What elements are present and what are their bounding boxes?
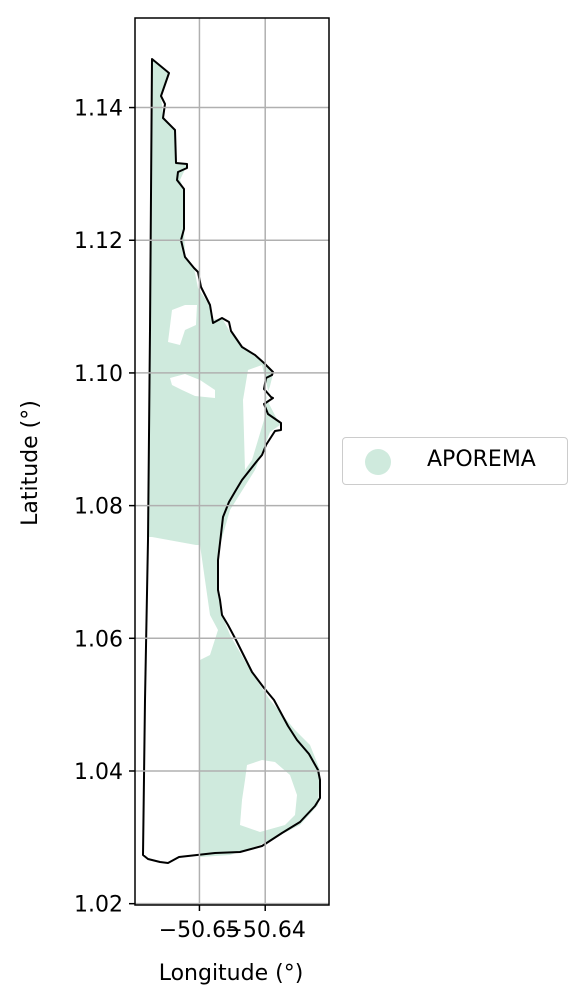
map-content xyxy=(142,58,321,864)
x-axis-label: Longitude (°) xyxy=(159,961,304,986)
legend-label-aporema: APOREMA xyxy=(427,447,536,472)
y-tick-label: 1.10 xyxy=(74,362,123,387)
legend: APOREMA xyxy=(342,437,568,485)
y-tick-label: 1.06 xyxy=(74,627,123,652)
x-tick-label: −50.65 xyxy=(159,918,240,943)
y-axis-label: Latitude (°) xyxy=(18,400,43,526)
ticks-layer: −50.65−50.64 1.02 1.04 1.06 1.08 1.10 1.12 1.14 xyxy=(74,97,306,943)
island-outline xyxy=(142,58,321,864)
x-tick-label: −50.64 xyxy=(224,918,305,943)
legend-swatch-aporema xyxy=(365,449,391,475)
y-tick-label: 1.02 xyxy=(74,893,123,918)
y-tick-label: 1.08 xyxy=(74,495,123,520)
y-tick-label: 1.12 xyxy=(74,229,123,254)
grid-layer xyxy=(135,18,329,905)
y-tick-label: 1.14 xyxy=(74,97,123,122)
aporema-region xyxy=(148,60,320,857)
axes-frame xyxy=(134,17,330,906)
y-tick-label: 1.04 xyxy=(74,760,123,785)
